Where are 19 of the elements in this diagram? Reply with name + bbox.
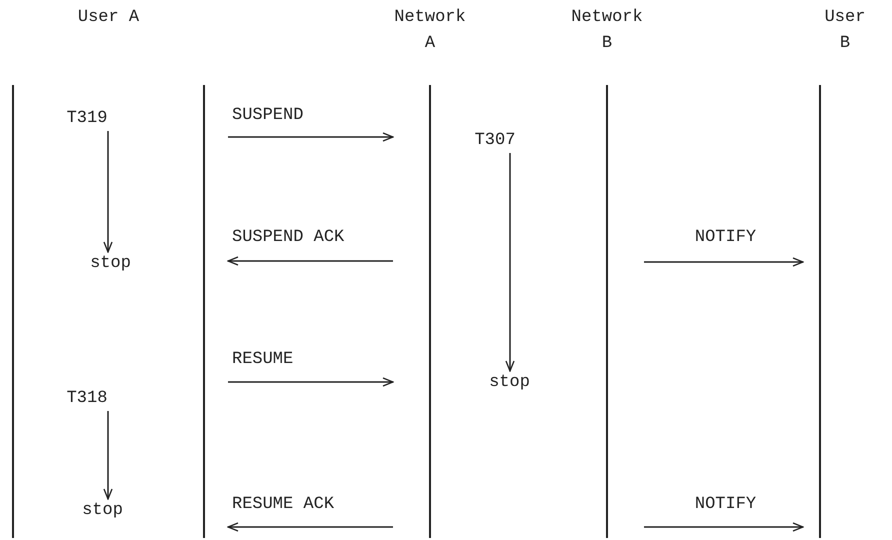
timer-label: stop [80,500,125,522]
message-arrow [644,257,804,267]
timer-label: T307 [470,130,520,152]
timer-arrow [103,131,113,253]
timer-label: T318 [62,388,112,410]
timer-label: stop [88,253,133,275]
message-arrow [227,256,393,266]
message-arrow [228,132,394,142]
timer-arrow [103,411,113,500]
participant-heading: Network B [570,7,644,55]
participant-heading: User A [76,7,140,29]
timer-label: T319 [62,108,112,130]
timer-arrow [505,153,515,372]
message-arrow [644,522,804,532]
participant-heading: Network A [393,7,467,55]
participant-heading: User B [824,7,866,55]
timer-label: stop [487,372,532,394]
message-arrow [227,522,393,532]
message-arrow [228,377,394,387]
